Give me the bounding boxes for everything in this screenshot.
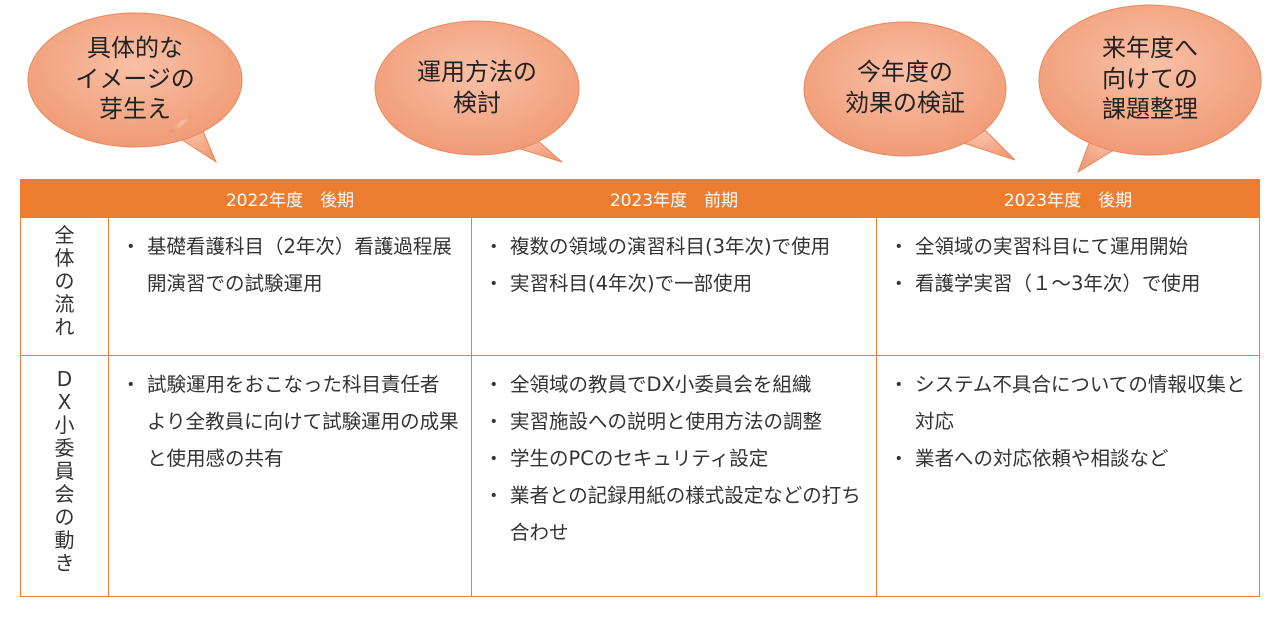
cell-list: 基礎看護科目（2年次）看護過程展開演習での試験運用 [109,218,471,302]
speech-bubble-3 [803,21,1016,161]
list-item: システム不具合についての情報収集と対応 [889,366,1247,440]
header-row: 2022年度 後期 2023年度 前期 2023年度 後期 [20,179,1260,218]
cell-list: 全領域の実習科目にて運用開始 看護学実習（１～3年次）で使用 [877,218,1259,302]
speech-bubble-2 [374,20,580,163]
cell-dx-2022-h2: 試験運用をおこなった科目責任者より全教員に向けて試験運用の成果と使用感の共有 [108,355,472,597]
list-item: 業者との記録用紙の様式設定などの打ち合わせ [484,477,864,551]
row-label-dx-committee: D X 小 委 員 会 の 動 き [20,355,109,597]
list-item: 看護学実習（１～3年次）で使用 [889,265,1247,302]
cell-list: 複数の領域の演習科目(3年次)で使用 実習科目(4年次)で一部使用 [472,218,876,302]
bubble-text-1: 具体的な イメージの 芽生え [75,33,195,124]
cell-list: 試験運用をおこなった科目責任者より全教員に向けて試験運用の成果と使用感の共有 [109,356,471,477]
cell-overall-2023-h1: 複数の領域の演習科目(3年次)で使用 実習科目(4年次)で一部使用 [471,217,877,356]
cell-dx-2023-h2: システム不具合についての情報収集と対応 業者への対応依頼や相談など [876,355,1260,597]
header-corner [20,179,109,218]
header-2022-second-half: 2022年度 後期 [108,179,472,218]
list-item: 学生のPCのセキュリティ設定 [484,440,864,477]
list-item: 実習科目(4年次)で一部使用 [484,265,864,302]
bubble-text-3: 今年度の 効果の検証 [845,58,965,117]
row-overall-flow: 全 体 の 流 れ 基礎看護科目（2年次）看護過程展開演習での試験運用 複数の領… [20,217,1260,356]
bubble-text-2: 運用方法の 検討 [417,58,537,117]
cell-overall-2023-h2: 全領域の実習科目にて運用開始 看護学実習（１～3年次）で使用 [876,217,1260,356]
cell-overall-2022-h2: 基礎看護科目（2年次）看護過程展開演習での試験運用 [108,217,472,356]
bubble-shapes [27,4,1262,174]
cell-dx-2023-h1: 全領域の教員でDX小委員会を組織 実習施設への説明と使用方法の調整 学生のPCの… [471,355,877,597]
list-item: 試験運用をおこなった科目責任者より全教員に向けて試験運用の成果と使用感の共有 [121,366,459,477]
list-item: 基礎看護科目（2年次）看護過程展開演習での試験運用 [121,228,459,302]
row-dx-committee: D X 小 委 員 会 の 動 き 試験運用をおこなった科目責任者より全教員に向… [20,355,1260,597]
list-item: 業者への対応依頼や相談など [889,440,1247,477]
cell-list: システム不具合についての情報収集と対応 業者への対応依頼や相談など [877,356,1259,477]
list-item: 複数の領域の演習科目(3年次)で使用 [484,228,864,265]
speech-bubble-1 [27,12,243,164]
timeline-table: 2022年度 後期 2023年度 前期 2023年度 後期 全 体 の 流 れ … [20,179,1260,597]
speech-bubble-4 [1038,4,1262,174]
list-item: 実習施設への説明と使用方法の調整 [484,403,864,440]
header-2023-second-half: 2023年度 後期 [876,179,1260,218]
bubble-text-4: 来年度へ 向けての 課題整理 [1102,33,1198,124]
header-2023-first-half: 2023年度 前期 [471,179,877,218]
speech-bubbles: 具体的な イメージの 芽生え 運用方法の 検討 今年度の 効果の検証 来年度へ … [0,0,1280,180]
row-label-overall-flow: 全 体 の 流 れ [20,217,109,356]
cell-list: 全領域の教員でDX小委員会を組織 実習施設への説明と使用方法の調整 学生のPCの… [472,356,876,551]
list-item: 全領域の実習科目にて運用開始 [889,228,1247,265]
list-item: 全領域の教員でDX小委員会を組織 [484,366,864,403]
